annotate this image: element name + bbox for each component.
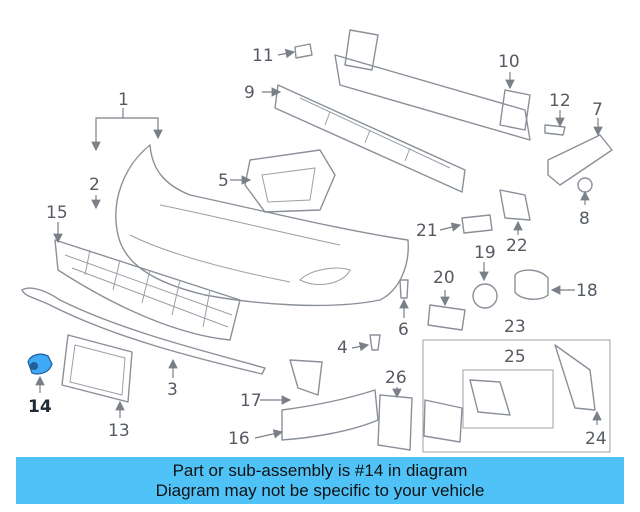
parking-sensors — [427, 269, 549, 331]
callout-2: 2 — [89, 175, 100, 195]
callout-9: 9 — [244, 83, 255, 103]
lower-trim-pieces — [281, 359, 379, 441]
callout-1: 1 — [118, 90, 129, 110]
callout-25: 25 — [504, 347, 526, 367]
callout-numbers: 1 2 3 4 5 6 7 8 9 10 11 12 13 14 15 16 1… — [28, 46, 607, 449]
clips-and-bolts — [294, 43, 566, 351]
banner-line-2: Diagram may not be specific to your vehi… — [155, 480, 485, 500]
callout-23: 23 — [504, 317, 526, 337]
callout-18: 18 — [576, 281, 598, 301]
callout-8: 8 — [579, 209, 590, 229]
callout-16: 16 — [228, 429, 250, 449]
bumper-cover — [115, 144, 409, 307]
part-14-sensor — [27, 353, 53, 375]
side-bracket — [244, 149, 336, 213]
callout-20: 20 — [433, 268, 455, 288]
leader-lines — [35, 48, 603, 439]
callout-24: 24 — [585, 429, 607, 449]
callout-15: 15 — [46, 203, 68, 223]
license-plate-bracket — [61, 334, 133, 403]
callout-12: 12 — [549, 91, 571, 111]
callout-10: 10 — [498, 52, 520, 72]
radar-module — [377, 394, 463, 451]
lower-grille — [54, 239, 241, 341]
callout-6: 6 — [398, 320, 409, 340]
callout-26: 26 — [385, 368, 407, 388]
assembly-box-23 — [422, 339, 611, 453]
callout-14: 14 — [28, 397, 52, 417]
lower-spoiler — [21, 287, 266, 375]
callout-19: 19 — [474, 243, 496, 263]
impact-bar — [334, 29, 531, 141]
banner-line-1: Part or sub-assembly is #14 in diagram — [172, 460, 468, 480]
callout-3: 3 — [167, 380, 178, 400]
info-banner: Part or sub-assembly is #14 in diagram D… — [16, 457, 624, 504]
callout-17: 17 — [240, 391, 262, 411]
callout-4: 4 — [337, 338, 348, 358]
callout-11: 11 — [252, 46, 274, 66]
callout-13: 13 — [108, 421, 130, 441]
callout-22: 22 — [506, 236, 528, 256]
parts-diagram: 1 2 3 4 5 6 7 8 9 10 11 12 13 14 15 16 1… — [21, 29, 613, 453]
callout-5: 5 — [218, 171, 229, 191]
callout-21: 21 — [416, 221, 438, 241]
callout-7: 7 — [592, 100, 603, 120]
energy-absorber — [274, 84, 466, 193]
